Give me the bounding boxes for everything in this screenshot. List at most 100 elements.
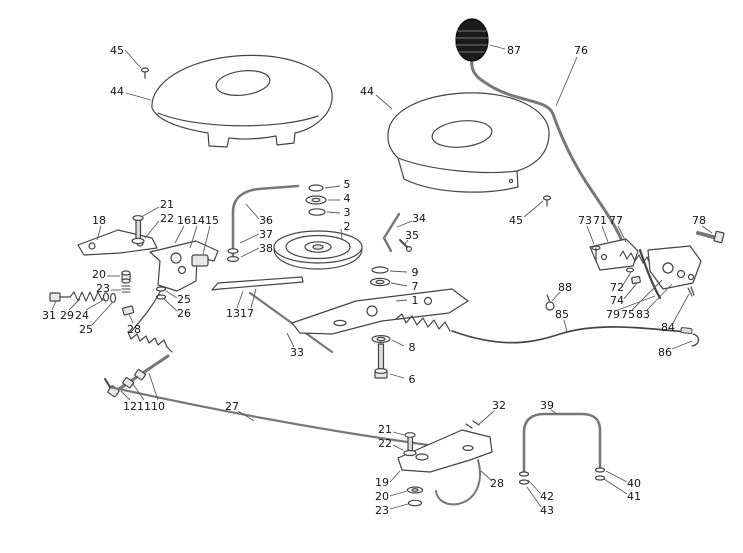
leader-line <box>163 298 178 312</box>
u-shaped-rod <box>518 412 606 485</box>
nut-icon <box>122 305 135 316</box>
leader-line <box>527 479 542 495</box>
lever-cluster-right <box>589 230 725 300</box>
leader-line <box>51 300 57 311</box>
spacer-set <box>121 270 131 293</box>
leader-line <box>389 373 405 379</box>
leader-line <box>605 470 628 483</box>
part-number-label: 9 <box>412 266 419 279</box>
part-number-label: 20 <box>92 268 106 281</box>
leader-line <box>550 409 558 415</box>
leader-line <box>245 203 260 220</box>
leader-line <box>189 225 198 249</box>
part-number-label: 74 <box>610 294 624 307</box>
part-number-label: 32 <box>492 399 506 412</box>
part-number-label: 16 <box>177 214 191 227</box>
part-number-label: 86 <box>658 346 672 359</box>
washer-stack <box>369 266 391 287</box>
part-number-label: 12 <box>123 400 137 413</box>
part-number-label: 1 <box>412 294 419 307</box>
part-number-label: 41 <box>627 490 641 503</box>
part-number-label: 73 <box>578 214 592 227</box>
part-number-label: 71 <box>593 214 607 227</box>
support-rod <box>226 184 300 263</box>
bolt-set <box>107 354 170 398</box>
leader-line <box>631 279 663 311</box>
mounting-plate <box>291 288 469 335</box>
leader-line <box>174 225 185 244</box>
leader-line <box>403 239 409 246</box>
leader-line <box>551 291 561 302</box>
leader-line <box>389 270 408 273</box>
leader-line <box>286 332 295 348</box>
leader-line <box>671 340 693 350</box>
part-number-label: 36 <box>259 214 273 227</box>
engagement-rod <box>382 212 413 253</box>
part-number-label: 83 <box>636 308 650 321</box>
part-number-label: 23 <box>375 504 389 517</box>
part-number-label: 45 <box>509 214 523 227</box>
part-number-label: 7 <box>412 280 419 293</box>
leader-line <box>526 486 542 508</box>
bolt-washer-set <box>131 215 145 245</box>
part-number-label: 27 <box>225 400 239 413</box>
part-number-label: 87 <box>507 44 521 57</box>
part-number-label: 26 <box>177 307 191 320</box>
leader-line <box>239 233 260 244</box>
part-number-label: 85 <box>555 308 569 321</box>
leader-line <box>523 200 544 218</box>
part-number-label: 84 <box>661 321 675 334</box>
leader-line <box>389 503 409 510</box>
leader-line <box>91 302 113 326</box>
leader-line <box>396 220 413 228</box>
part-number-label: 2 <box>344 220 351 233</box>
part-number-label: 29 <box>60 309 74 322</box>
leader-line <box>96 225 102 241</box>
leader-line <box>480 470 493 482</box>
part-number-label: 78 <box>692 214 706 227</box>
part-number-label: 39 <box>540 399 554 412</box>
leader-line <box>646 283 673 311</box>
part-number-label: 13 <box>226 307 240 320</box>
leader-line <box>392 444 404 451</box>
part-number-label: 28 <box>490 477 504 490</box>
leader-line <box>324 185 341 189</box>
belt-cover-left <box>151 54 333 148</box>
part-number-label: 28 <box>127 323 141 336</box>
leader-line <box>202 225 211 255</box>
part-number-label: 17 <box>240 307 254 320</box>
part-number-label: 40 <box>627 477 641 490</box>
leader-line <box>617 295 656 311</box>
bolt-spring-set <box>49 291 117 304</box>
part-number-label: 76 <box>574 44 588 57</box>
part-number-label: 23 <box>96 282 110 295</box>
part-number-label: 72 <box>610 281 624 294</box>
part-number-label: 20 <box>375 490 389 503</box>
part-number-label: 34 <box>412 212 426 225</box>
leader-line <box>326 211 341 214</box>
part-number-label: 75 <box>621 308 635 321</box>
leader-line <box>132 383 145 401</box>
leader-line <box>601 225 609 243</box>
shift-rod <box>470 58 625 246</box>
leader-line <box>623 282 638 300</box>
screw-icon <box>542 195 552 207</box>
part-number-label: 25 <box>79 323 93 336</box>
washer-stack <box>406 486 424 507</box>
part-number-label: 79 <box>606 308 620 321</box>
part-number-label: 43 <box>540 504 554 517</box>
leader-line <box>392 431 405 436</box>
cable-clip <box>545 294 555 311</box>
part-number-label: 21 <box>378 423 392 436</box>
leader-line <box>85 298 106 311</box>
shift-knob <box>455 18 489 62</box>
part-number-label: 45 <box>110 44 124 57</box>
part-number-label: 38 <box>259 242 273 255</box>
belt-cover-right <box>387 92 550 193</box>
part-number-label: 37 <box>259 228 273 241</box>
leader-line <box>120 390 131 401</box>
part-number-label: 8 <box>409 341 416 354</box>
leader-line <box>477 410 495 426</box>
part-number-label: 44 <box>110 85 124 98</box>
